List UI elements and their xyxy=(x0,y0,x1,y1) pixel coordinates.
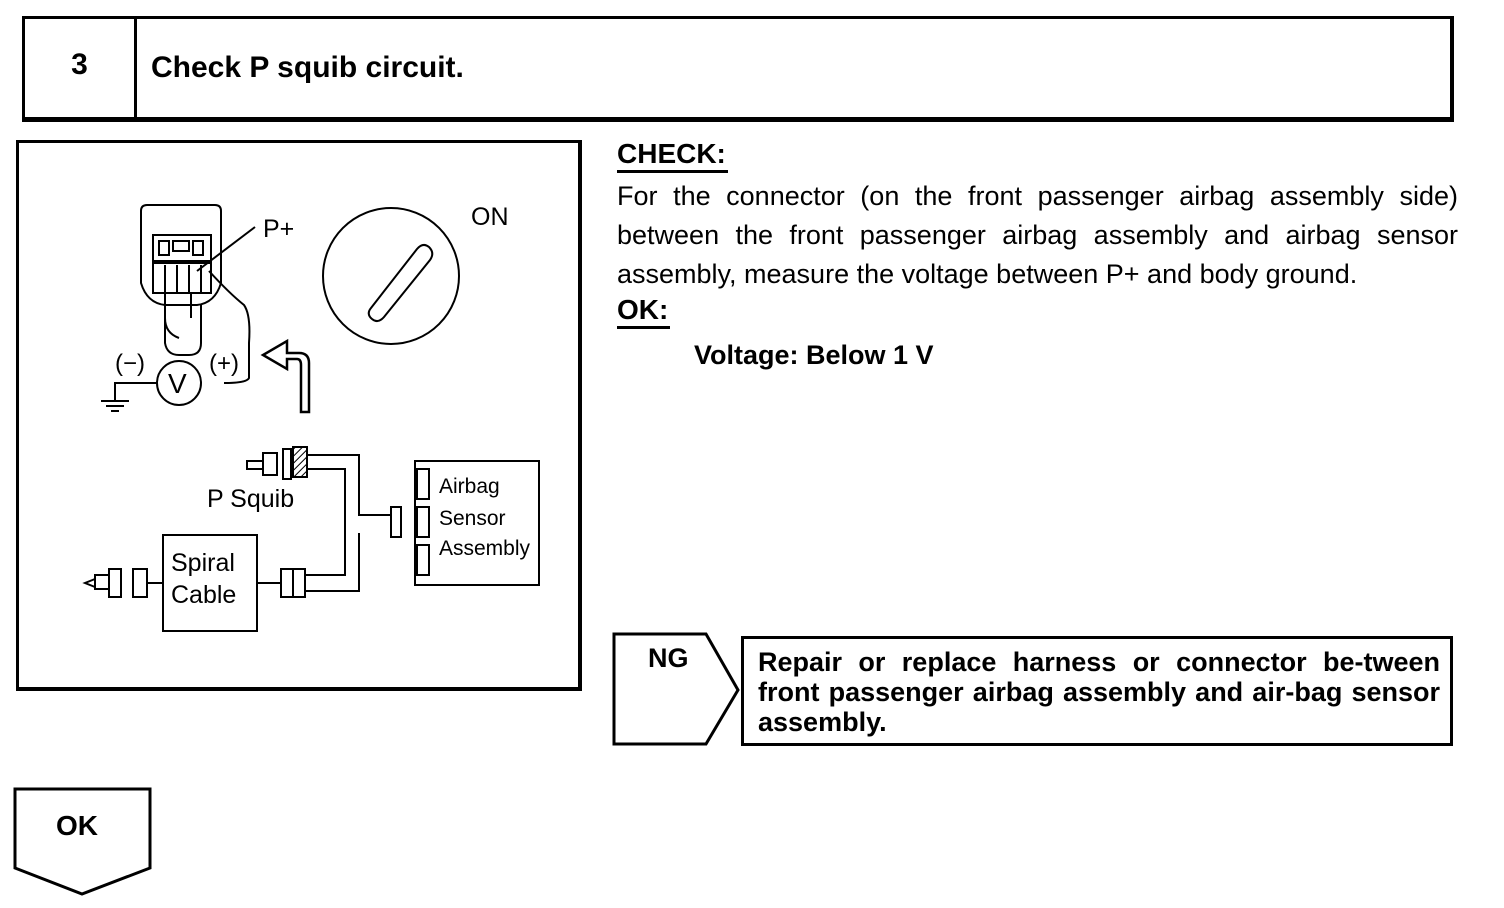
ng-arrow-shape xyxy=(612,632,740,746)
airbag-sensor-label-2: Sensor xyxy=(439,507,506,530)
direction-arrow xyxy=(260,338,311,414)
step-number: 3 xyxy=(25,19,137,117)
ng-action-box: Repair or replace harness or connector b… xyxy=(741,636,1453,746)
airbag-sensor-box xyxy=(414,460,540,586)
ok-arrow-shape xyxy=(13,787,152,896)
check-instructions: CHECK: For the connector (on the front p… xyxy=(617,138,1458,373)
spiral-cable-label-1: Spiral xyxy=(171,549,235,577)
p-plus-label: P+ xyxy=(263,215,294,243)
ignition-on-label: ON xyxy=(471,203,509,231)
step-header: 3 Check P squib circuit. xyxy=(22,16,1454,122)
ng-label: NG xyxy=(648,643,689,673)
wiring-diagram: P+ ON (−) (+) V P Squib Spiral Cable Air… xyxy=(16,140,582,691)
ok-value: Voltage: Below 1 V xyxy=(694,340,934,370)
airbag-sensor-label-1: Airbag xyxy=(439,475,500,498)
step-title: Check P squib circuit. xyxy=(151,51,464,84)
plus-label: (+) xyxy=(209,350,239,377)
p-squib-label: P Squib xyxy=(207,485,294,513)
diagram-svg: P+ ON (−) (+) V P Squib Spiral Cable Air… xyxy=(82,203,540,632)
ignition-switch xyxy=(322,207,460,345)
voltmeter-label: V xyxy=(168,368,187,399)
check-heading: CHECK: xyxy=(617,138,728,173)
check-text: For the connector (on the front passenge… xyxy=(617,181,1458,289)
ok-branch-label: OK xyxy=(56,810,98,841)
airbag-sensor-label-3: Assembly xyxy=(439,537,531,560)
p-plus-leader xyxy=(196,226,256,272)
ok-heading: OK: xyxy=(617,294,671,329)
spiral-cable-label-2: Cable xyxy=(171,581,236,609)
minus-label: (−) xyxy=(115,350,145,377)
